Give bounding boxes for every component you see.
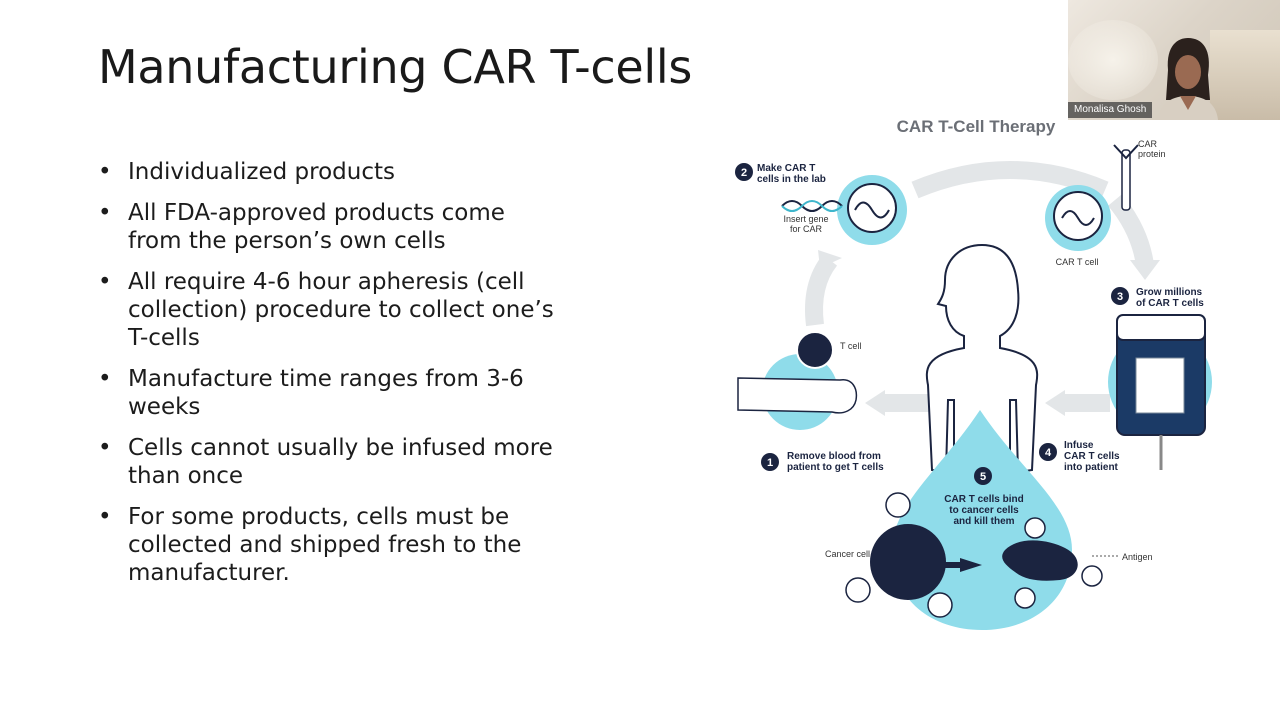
- bullet-item: • For some products, cells must be collec…: [98, 503, 558, 587]
- dna-strand-icon: [854, 201, 890, 219]
- step-badge: [974, 467, 992, 485]
- bullet-marker: •: [98, 504, 112, 530]
- step-label: Infuse: [1064, 440, 1094, 451]
- bullet-text: Cells cannot usually be infused more tha…: [128, 435, 553, 489]
- insert-gene-label: Insert gene: [783, 214, 828, 224]
- step-badge: [735, 163, 753, 181]
- bullet-marker: •: [98, 200, 112, 226]
- dna-gene-icon-2: [781, 200, 843, 212]
- video-background: [1210, 30, 1280, 120]
- car-t-cell: [1053, 191, 1103, 241]
- step-label: CAR T cells bind: [944, 494, 1023, 505]
- iv-bag-top: [1116, 314, 1206, 341]
- bullet-text: Individualized products: [128, 159, 395, 185]
- arrow-shaft: [942, 562, 962, 568]
- car-protein-icon: [1121, 149, 1131, 211]
- cancer-cell-icon: [870, 524, 946, 600]
- step-number: 5: [980, 471, 986, 483]
- dna-strand-icon: [1061, 210, 1095, 226]
- car-t-diagram: CAR T-Cell Therapy 2 Make CAR T cells in…: [735, 117, 1212, 630]
- dying-cancer-cell-icon: [1002, 540, 1078, 581]
- car-protein-icon: [1113, 144, 1139, 160]
- step-number: 2: [741, 167, 747, 179]
- antigen-label: Antigen: [1122, 552, 1153, 562]
- step-label: cells in the lab: [757, 174, 826, 185]
- step-label: Make CAR T: [757, 163, 815, 174]
- bullet-text: For some products, cells must be collect…: [128, 504, 522, 586]
- car-t-cells-small: [845, 492, 1103, 618]
- bullet-marker: •: [98, 366, 112, 392]
- insert-gene-label: for CAR: [790, 224, 823, 234]
- car-protein-label: protein: [1138, 149, 1166, 159]
- car-protein-label: CAR: [1138, 139, 1158, 149]
- step-badge: [761, 453, 779, 471]
- video-background: [1068, 20, 1158, 100]
- bullet-item: • All FDA-approved products come from the…: [98, 199, 558, 255]
- step-label: CAR T cells: [1064, 451, 1120, 462]
- t-cell-label: T cell: [840, 341, 861, 351]
- bullet-item: • Individualized products: [98, 158, 558, 186]
- arrow-right-icon: [960, 558, 982, 572]
- step-label: of CAR T cells: [1136, 298, 1204, 309]
- bullet-text: All FDA-approved products come from the …: [128, 200, 505, 254]
- iv-bag-label: [1135, 357, 1185, 414]
- bullet-text: All require 4-6 hour apheresis (cell col…: [128, 269, 554, 351]
- step-label: Remove blood from: [787, 451, 881, 462]
- step-label: Grow millions: [1136, 287, 1203, 298]
- participant-name-tag: Monalisa Ghosh: [1068, 102, 1153, 118]
- step-badge: [1039, 443, 1057, 461]
- participant-avatar: [1158, 38, 1218, 120]
- dna-gene-icon: [781, 200, 843, 212]
- car-t-cell-label: CAR T cell: [1056, 257, 1099, 267]
- bullet-item: • All require 4-6 hour apheresis (cell co…: [98, 268, 558, 352]
- bullet-list: • Individualized products • All FDA-approv…: [98, 158, 558, 600]
- arrow-heads: [818, 250, 1160, 416]
- step-number: 4: [1045, 447, 1052, 459]
- bullet-marker: •: [98, 159, 112, 185]
- participant-video[interactable]: [1068, 0, 1280, 120]
- cancer-cell-label: Cancer cell: [825, 549, 870, 559]
- lab-cell: [847, 183, 897, 233]
- t-cell-icon: [796, 331, 834, 369]
- arm-icon: [737, 377, 858, 414]
- bullet-item: • Manufacture time ranges from 3-6 weeks: [98, 365, 558, 421]
- bullet-item: • Cells cannot usually be infused more th…: [98, 434, 558, 490]
- step-badge: [1111, 287, 1129, 305]
- step-label: patient to get T cells: [787, 462, 884, 473]
- diagram-title: CAR T-Cell Therapy: [897, 117, 1056, 136]
- step-label: into patient: [1064, 462, 1119, 473]
- step-label: and kill them: [953, 516, 1014, 527]
- bullet-marker: •: [98, 435, 112, 461]
- step-label: to cancer cells: [949, 505, 1019, 516]
- step-number: 1: [767, 457, 773, 469]
- step-number: 3: [1117, 291, 1123, 303]
- bullet-text: Manufacture time ranges from 3-6 weeks: [128, 366, 524, 420]
- slide-title: Manufacturing CAR T-cells: [98, 40, 692, 94]
- bullet-marker: •: [98, 269, 112, 295]
